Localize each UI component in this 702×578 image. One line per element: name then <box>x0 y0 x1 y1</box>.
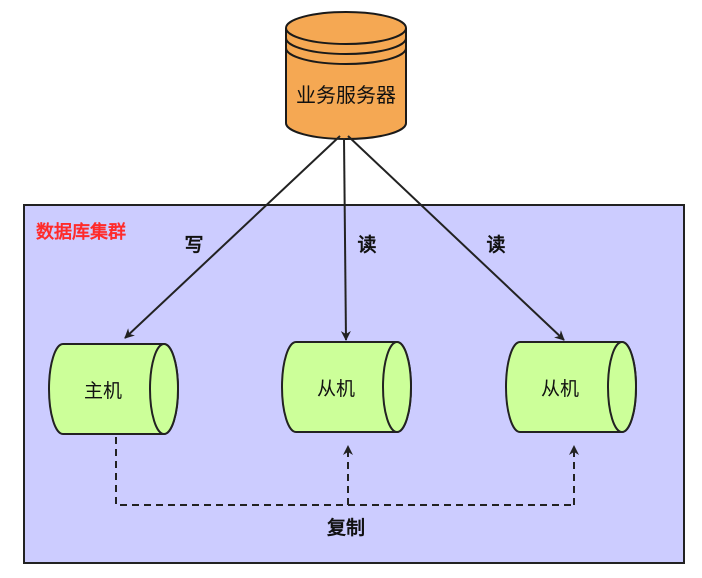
business-server: 业务服务器 <box>285 11 407 140</box>
slave-node-2: 从机 <box>505 341 637 433</box>
read-label-1: 读 <box>357 233 376 256</box>
server-label: 业务服务器 <box>296 83 396 107</box>
master-node: 主机 <box>48 343 179 435</box>
replication-label: 复制 <box>326 516 365 539</box>
slave-label-2: 从机 <box>541 378 579 400</box>
read-arrow-2 <box>347 135 565 341</box>
replication-lines <box>115 437 579 506</box>
slave-label-1: 从机 <box>317 378 355 400</box>
master-label: 主机 <box>84 380 122 402</box>
read-arrow-1 <box>340 137 351 341</box>
cluster-label: 数据库集群 <box>36 221 126 243</box>
write-arrow <box>124 135 341 339</box>
write-label: 写 <box>184 234 203 256</box>
slave-node-1: 从机 <box>281 341 412 433</box>
read-label-2: 读 <box>486 233 505 256</box>
